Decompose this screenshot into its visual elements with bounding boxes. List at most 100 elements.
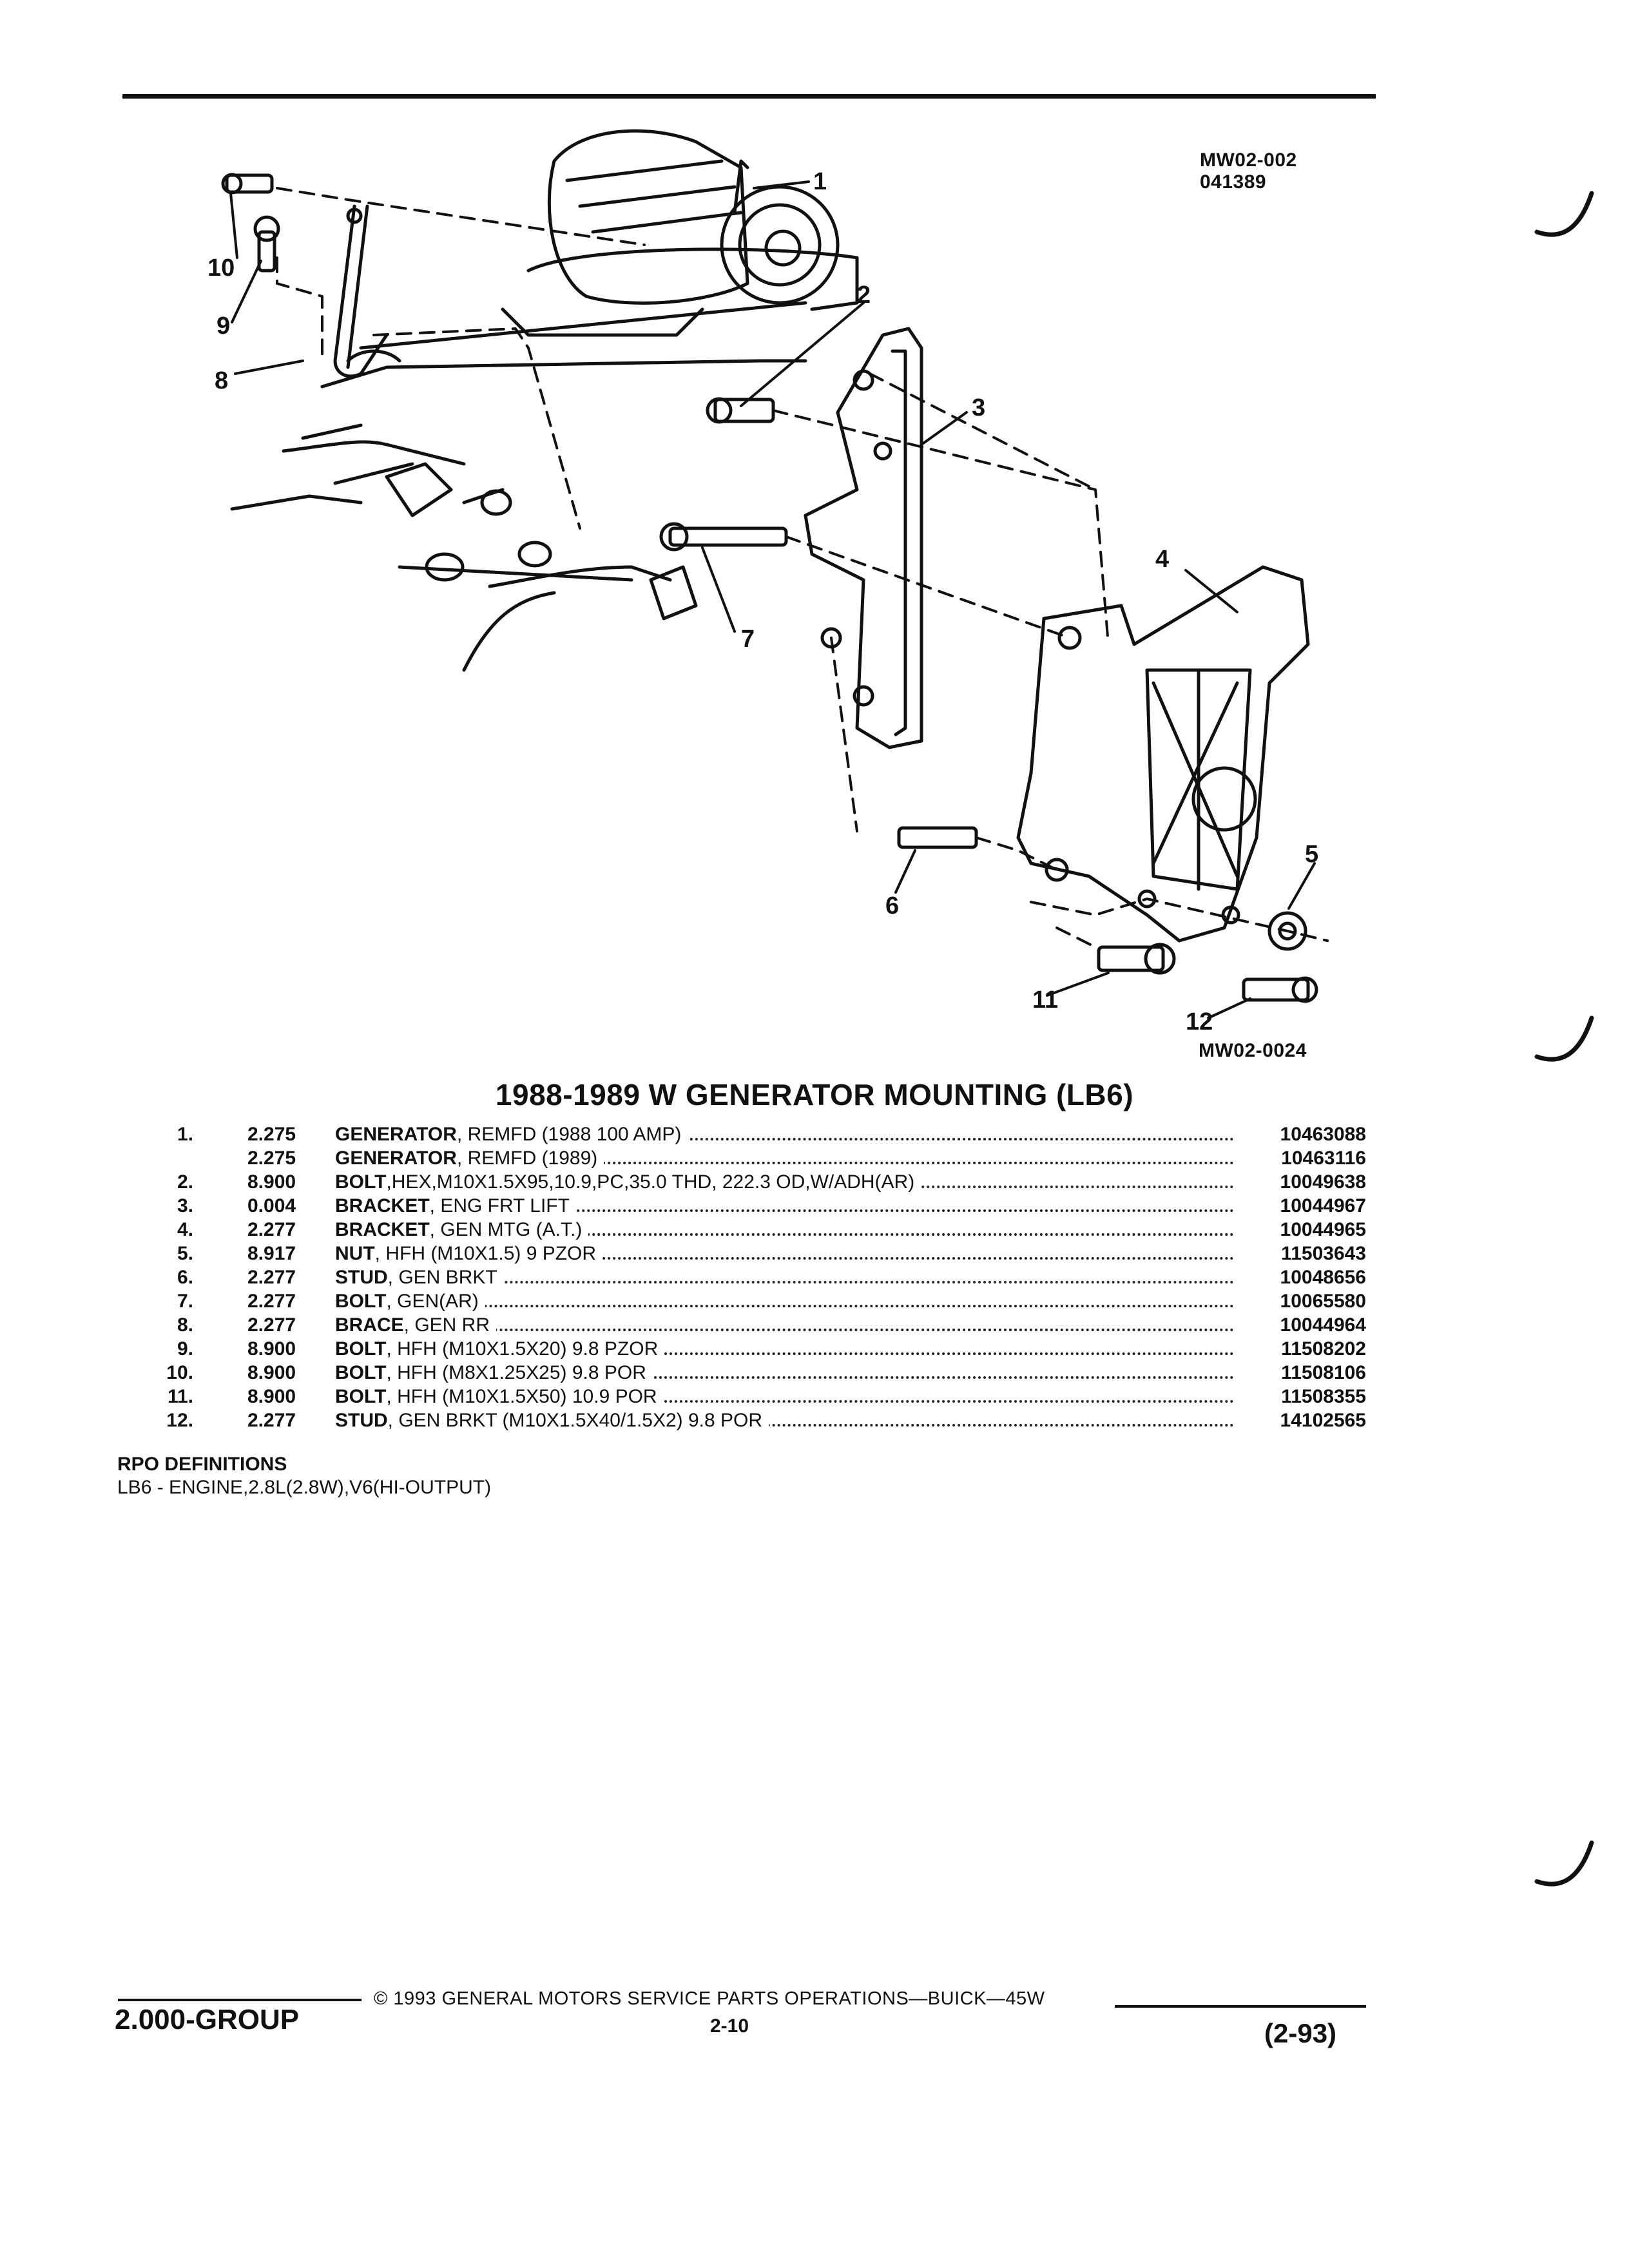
part-description: STUD, GEN BRKT xyxy=(335,1265,1234,1289)
group-number: 2.277 xyxy=(247,1291,296,1312)
part-spec: , HFH (M10X1.5) 9 PZOR xyxy=(374,1243,597,1264)
footer-rule-left xyxy=(118,1999,361,2001)
bracket-eng-frt-lift xyxy=(804,327,923,749)
rpo-heading: RPO DEFINITIONS xyxy=(117,1454,287,1475)
part-description-text: BOLT, HFH (M10X1.5X20) 9.8 PZOR xyxy=(335,1338,665,1360)
callout-9: 9 xyxy=(217,312,230,340)
item-number: 10. xyxy=(166,1362,193,1383)
part-description-text: BRACE, GEN RR xyxy=(335,1314,497,1336)
top-rule xyxy=(122,94,1376,99)
gen-brace xyxy=(333,204,389,378)
part-description: BRACKET, ENG FRT LIFT xyxy=(335,1194,1234,1218)
part-spec: , GEN RR xyxy=(403,1314,490,1336)
part-description: BOLT,HEX,M10X1.5X95,10.9,PC,35.0 THD, 22… xyxy=(335,1170,1234,1194)
leader-dots xyxy=(335,1281,1234,1283)
engine-block xyxy=(230,247,859,672)
part-number: 10463088 xyxy=(1280,1124,1366,1145)
part-description-text: GENERATOR, REMFD (1988 100 AMP) xyxy=(335,1124,688,1145)
item-number: 12. xyxy=(166,1410,193,1431)
part-description: BRACE, GEN RR xyxy=(335,1313,1234,1337)
generator xyxy=(547,129,840,305)
part-number: 14102565 xyxy=(1280,1410,1366,1431)
callout-2: 2 xyxy=(857,282,871,309)
fasteners xyxy=(659,397,1318,1003)
part-description-text: NUT, HFH (M10X1.5) 9 PZOR xyxy=(335,1243,603,1264)
callout-11: 11 xyxy=(1032,986,1058,1014)
callout-5: 5 xyxy=(1305,841,1318,868)
parts-row: 9. 8.900 BOLT, HFH (M10X1.5X20) 9.8 PZOR 11… xyxy=(116,1337,1392,1361)
part-spec: , REMFD (1988 100 AMP) xyxy=(456,1124,682,1145)
group-number: 8.900 xyxy=(247,1171,296,1193)
callout-10: 10 xyxy=(207,255,235,282)
footer-rule-right xyxy=(1115,2005,1366,2008)
part-name: BOLT xyxy=(335,1362,387,1383)
item-number: 4. xyxy=(177,1219,193,1240)
group-number: 2.277 xyxy=(247,1314,296,1336)
part-spec: , GEN MTG (A.T.) xyxy=(429,1219,583,1240)
item-number: 11. xyxy=(167,1386,193,1407)
part-spec: , GEN(AR) xyxy=(386,1291,479,1312)
part-description: BOLT, HFH (M10X1.5X20) 9.8 PZOR xyxy=(335,1337,1234,1361)
binder-mark-icon xyxy=(1534,1015,1594,1062)
part-description: BOLT, HFH (M8X1.25X25) 9.8 POR xyxy=(335,1361,1234,1385)
part-spec: , GEN BRKT xyxy=(387,1267,497,1288)
part-number: 10463116 xyxy=(1281,1148,1366,1169)
part-spec: , HFH (M8X1.25X25) 9.8 POR xyxy=(386,1362,646,1383)
part-number: 11503643 xyxy=(1281,1243,1366,1264)
part-description: BRACKET, GEN MTG (A.T.) xyxy=(335,1218,1234,1242)
part-description: GENERATOR, REMFD (1988 100 AMP) xyxy=(335,1122,1234,1146)
group-number: 2.275 xyxy=(247,1124,296,1145)
part-name: BRACKET xyxy=(335,1219,430,1240)
leader-dots xyxy=(335,1233,1234,1236)
leader-dots xyxy=(335,1162,1234,1164)
part-name: GENERATOR xyxy=(335,1124,457,1145)
bracket-gen-mtg xyxy=(1016,565,1310,943)
part-number: 10044965 xyxy=(1280,1219,1366,1240)
group-number: 8.900 xyxy=(247,1338,296,1360)
part-description: BOLT, HFH (M10X1.5X50) 10.9 POR xyxy=(335,1385,1234,1408)
section-title: 1988-1989 W GENERATOR MOUNTING (LB6) xyxy=(495,1078,1134,1111)
part-number: 10049638 xyxy=(1280,1171,1366,1193)
group-number: 8.917 xyxy=(247,1243,296,1264)
part-name: BOLT xyxy=(335,1291,387,1312)
part-description-text: BOLT,HEX,M10X1.5X95,10.9,PC,35.0 THD, 22… xyxy=(335,1171,921,1193)
callout-7: 7 xyxy=(741,626,755,653)
item-number: 5. xyxy=(177,1243,193,1264)
part-description: NUT, HFH (M10X1.5) 9 PZOR xyxy=(335,1242,1234,1265)
part-name: BRACE xyxy=(335,1314,404,1336)
part-spec: ,HEX,M10X1.5X95,10.9,PC,35.0 THD, 222.3 … xyxy=(386,1171,915,1193)
part-number: 10048656 xyxy=(1280,1267,1366,1288)
callout-1: 1 xyxy=(813,168,827,195)
part-description: BOLT, GEN(AR) xyxy=(335,1289,1234,1313)
page-number: 2-10 xyxy=(710,2015,749,2037)
part-name: STUD xyxy=(335,1267,388,1288)
item-number: 9. xyxy=(177,1338,193,1360)
group-number: 8.900 xyxy=(247,1362,296,1383)
part-name: BOLT xyxy=(335,1171,387,1193)
part-number: 11508202 xyxy=(1281,1338,1366,1360)
part-description-text: STUD, GEN BRKT (M10X1.5X40/1.5X2) 9.8 PO… xyxy=(335,1410,769,1431)
illustration-ref-line1: MW02-002 xyxy=(1200,149,1297,171)
binder-mark-icon xyxy=(1534,1840,1594,1887)
revision-date: (2-93) xyxy=(1264,2018,1337,2048)
part-description: STUD, GEN BRKT (M10X1.5X40/1.5X2) 9.8 PO… xyxy=(335,1408,1234,1432)
callout-12: 12 xyxy=(1186,1008,1213,1035)
part-description-text: STUD, GEN BRKT xyxy=(335,1267,504,1288)
part-description: GENERATOR, REMFD (1989) xyxy=(335,1146,1234,1170)
part-description-text: GENERATOR, REMFD (1989) xyxy=(335,1148,604,1169)
item-number: 3. xyxy=(177,1195,193,1216)
part-name: GENERATOR xyxy=(335,1148,457,1169)
part-description-text: BOLT, HFH (M8X1.25X25) 9.8 POR xyxy=(335,1362,653,1383)
part-spec: , REMFD (1989) xyxy=(456,1148,598,1169)
part-spec: , HFH (M10X1.5X20) 9.8 PZOR xyxy=(386,1338,659,1360)
item-number: 8. xyxy=(177,1314,193,1336)
leader-dots xyxy=(335,1400,1234,1403)
leader-dots xyxy=(335,1376,1234,1379)
part-name: BRACKET xyxy=(335,1195,430,1216)
group-number: 0.004 xyxy=(247,1195,296,1216)
